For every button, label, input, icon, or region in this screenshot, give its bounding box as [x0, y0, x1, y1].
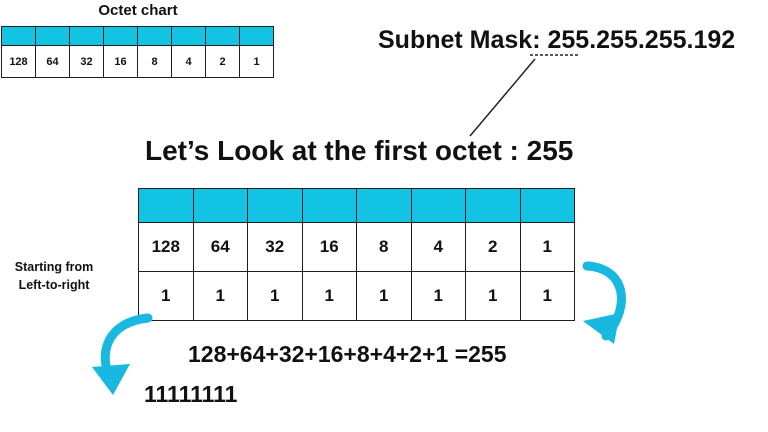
subnet-mask-value: 255.255.255.192	[547, 26, 736, 54]
octet-chart-header-cell	[171, 26, 206, 46]
octet-chart-header-cell	[205, 26, 240, 46]
bit-cell: 1	[138, 271, 194, 321]
bit-cell: 1	[410, 271, 466, 321]
bit-cell: 1	[356, 271, 412, 321]
octet-chart-table: 128 64 32 16 8 4 2 1	[1, 26, 274, 78]
binary-result: 11111111	[144, 381, 238, 407]
bit-cell: 1	[301, 271, 357, 321]
first-octet-header-cell	[247, 188, 303, 223]
place-value-cell: 4	[410, 222, 466, 272]
first-octet-header-cell	[301, 188, 357, 223]
octet-chart-header-cell	[239, 26, 274, 46]
octet-chart-value-cell: 64	[35, 45, 70, 78]
first-octet-header-cell	[192, 188, 248, 223]
octet-chart-value-cell: 16	[103, 45, 138, 78]
octet-chart-value-row: 128 64 32 16 8 4 2 1	[1, 45, 274, 78]
direction-note: Starting from Left-to-right	[0, 258, 108, 294]
direction-note-line: Left-to-right	[18, 278, 90, 292]
left-curved-arrow-icon	[92, 313, 153, 395]
first-octet-header-row	[138, 188, 575, 223]
bit-cell: 1	[247, 271, 303, 321]
place-value-cell: 128	[138, 222, 194, 272]
octet-chart-value-cell: 32	[69, 45, 104, 78]
subnet-mask-line: Subnet Mask: 255.255.255.192	[378, 26, 735, 55]
place-value-row: 128 64 32 16 8 4 2 1	[138, 222, 575, 272]
sum-equation: 128+64+32+16+8+4+2+1 =255	[188, 341, 507, 367]
octet-chart-value-cell: 1	[239, 45, 274, 78]
bit-cell: 1	[519, 271, 575, 321]
first-octet-table: 128 64 32 16 8 4 2 1 1 1 1 1 1 1 1 1	[138, 188, 575, 321]
right-curved-arrow-icon	[582, 261, 626, 344]
octet-chart-value-cell: 128	[1, 45, 36, 78]
octet-chart-title: Octet chart	[98, 2, 178, 19]
octet-chart-value-cell: 2	[205, 45, 240, 78]
bit-row: 1 1 1 1 1 1 1 1	[138, 271, 575, 321]
first-octet-header-cell	[138, 188, 194, 223]
octet-chart-header-cell	[1, 26, 36, 46]
pointer-line	[469, 58, 536, 137]
first-octet-header-cell	[410, 188, 466, 223]
subnet-mask-label: Subnet Mask:	[378, 26, 548, 54]
place-value-cell: 64	[192, 222, 248, 272]
direction-note-line: Starting from	[14, 260, 94, 274]
octet-chart-value-cell: 8	[137, 45, 172, 78]
first-octet-heading: Let’s Look at the first octet : 255	[145, 135, 574, 166]
first-octet-header-cell	[519, 188, 575, 223]
place-value-cell: 1	[519, 222, 575, 272]
bit-cell: 1	[192, 271, 248, 321]
